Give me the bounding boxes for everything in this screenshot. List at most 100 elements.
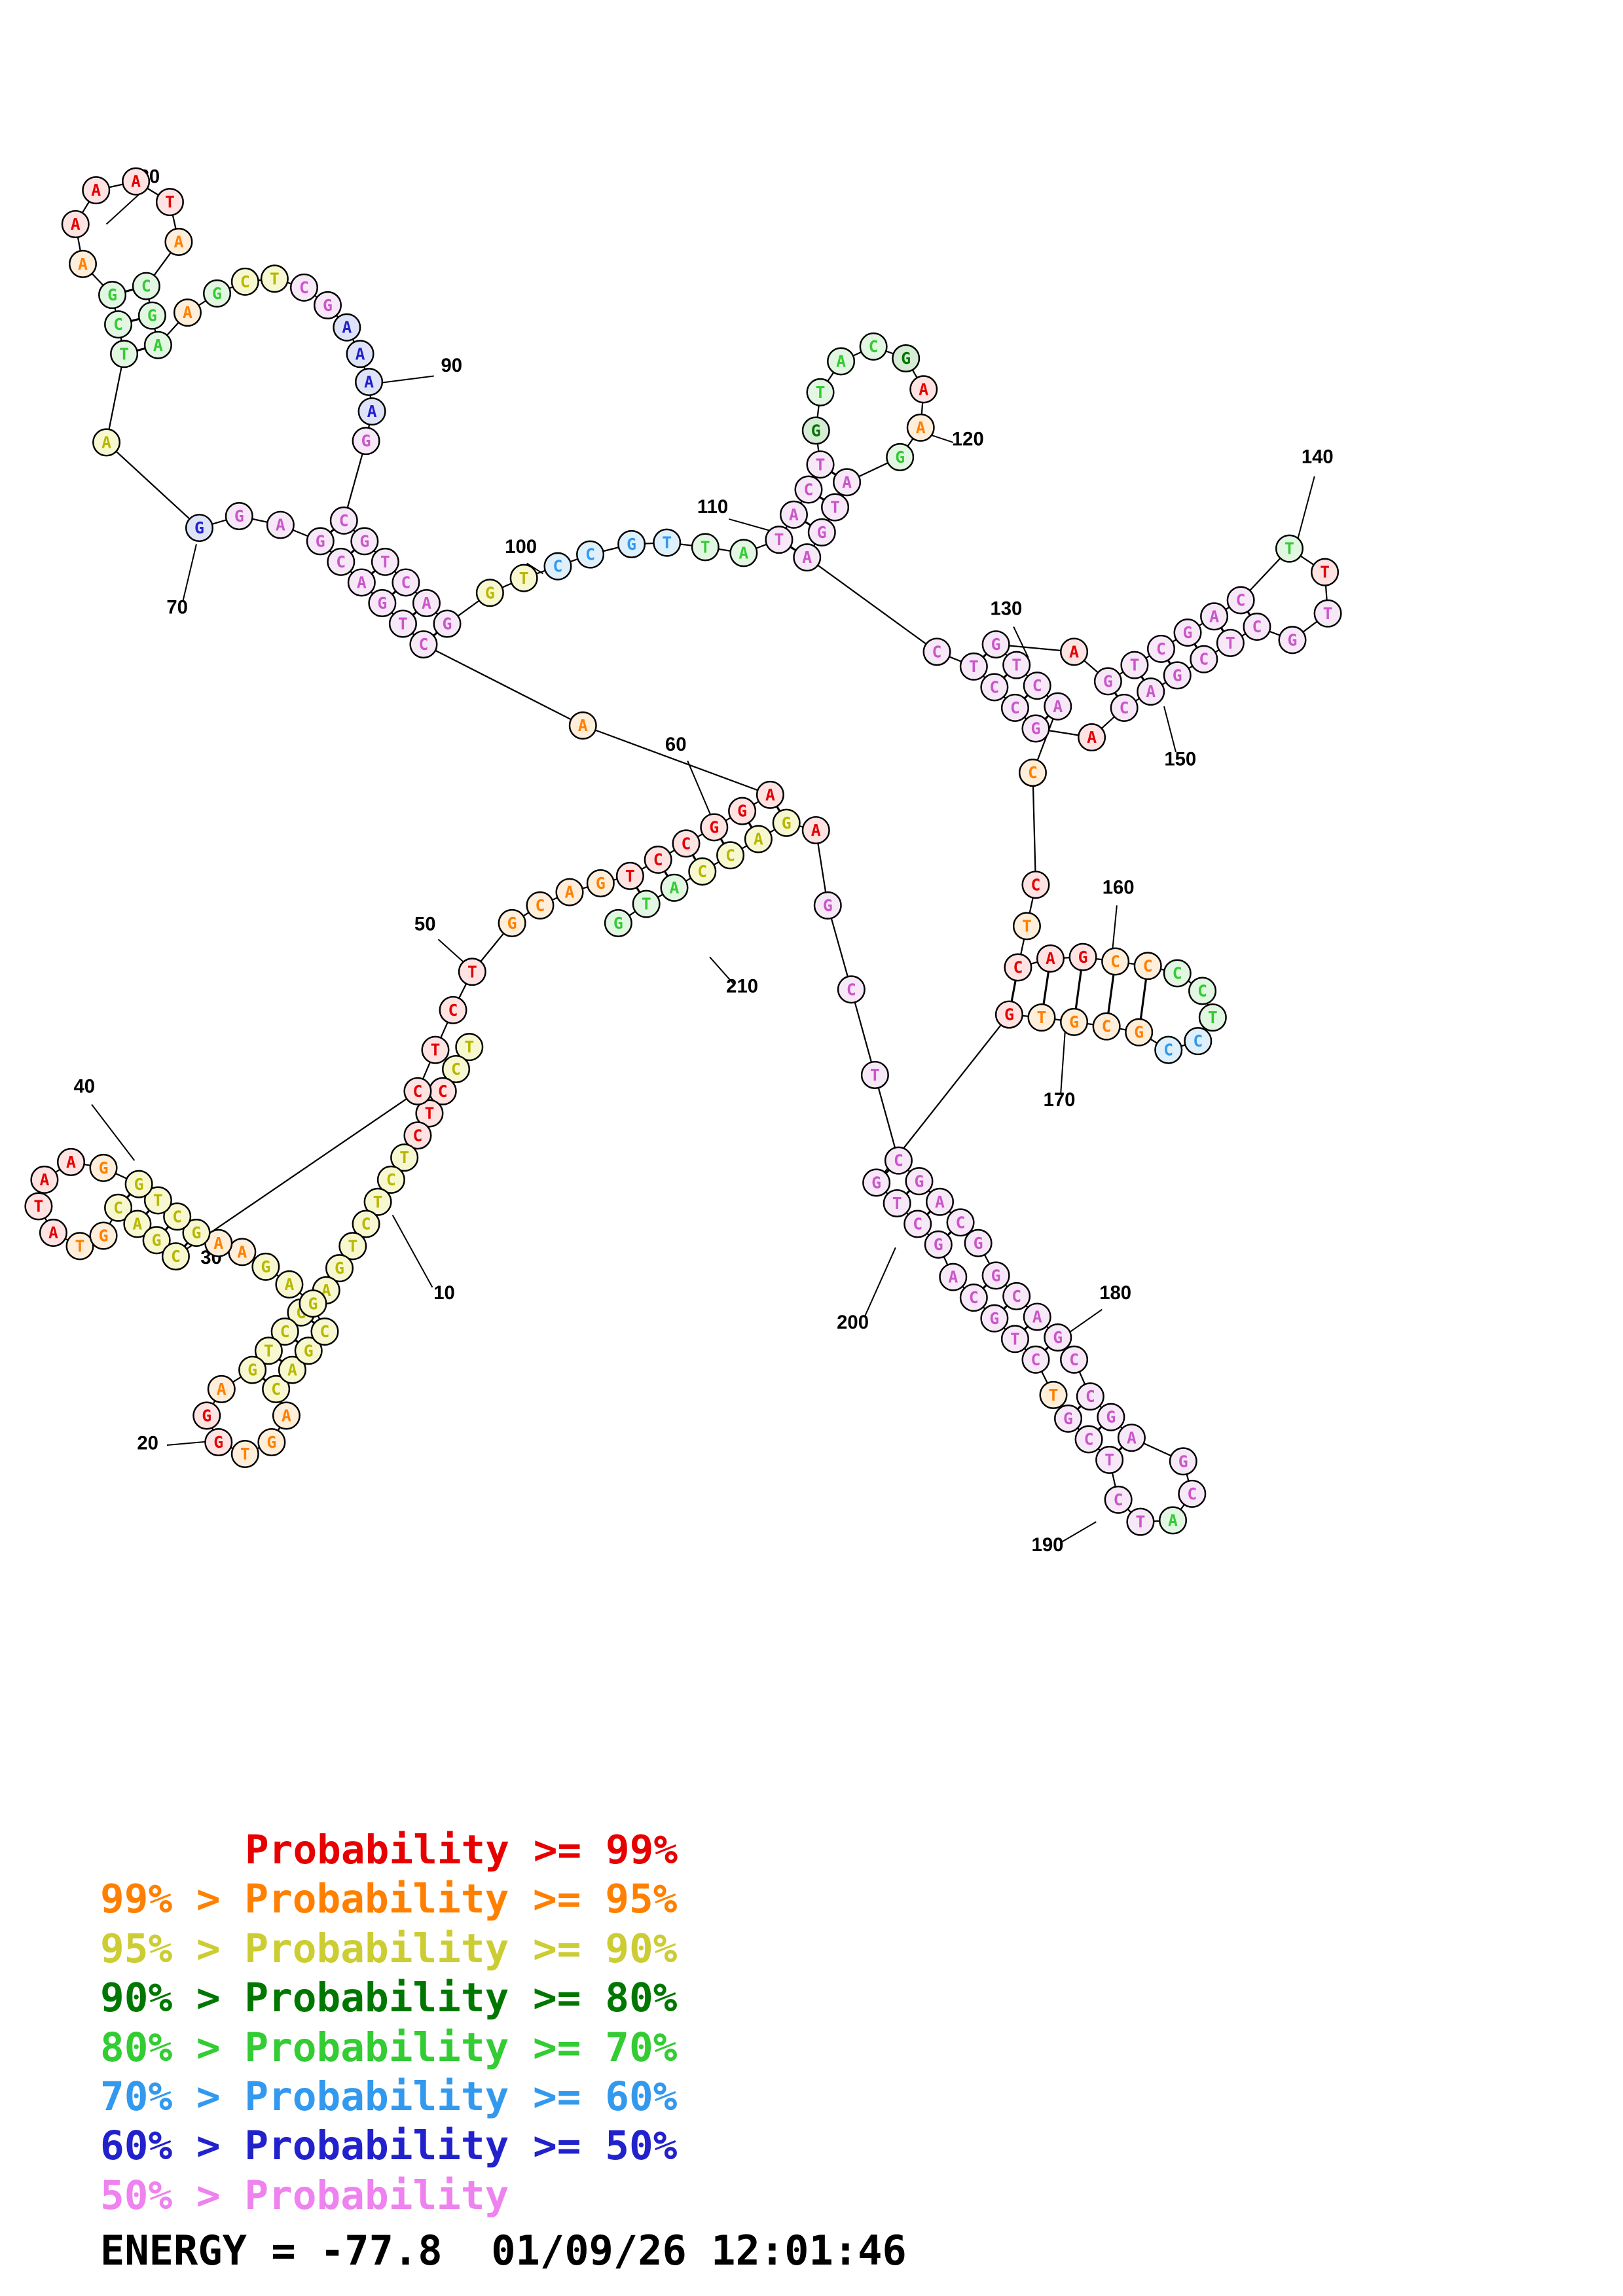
label-leader-line bbox=[1060, 1521, 1097, 1543]
nucleotide-letter: T bbox=[1049, 1386, 1059, 1405]
nucleotide-circle bbox=[1173, 619, 1202, 647]
nucleotide-letter: G bbox=[1103, 672, 1113, 691]
backbone-edge bbox=[105, 353, 125, 443]
nucleotide-letter: G bbox=[152, 1230, 162, 1249]
nucleotide-circle bbox=[959, 1283, 988, 1312]
nucleotide-letter: A bbox=[217, 1380, 227, 1399]
nucleotide-letter: A bbox=[71, 215, 81, 234]
nucleotide-letter: G bbox=[895, 448, 905, 467]
nucleotide-circle bbox=[204, 1427, 233, 1457]
nucleotide-letter: T bbox=[1010, 1329, 1020, 1348]
nucleotide-circle bbox=[959, 652, 988, 681]
nucleotide-circle bbox=[1021, 1345, 1050, 1374]
nucleotide-circle bbox=[980, 673, 1009, 702]
legend-entry: 95% > Probability >= 90% bbox=[100, 1925, 678, 1972]
nucleotide-letter: C bbox=[1199, 650, 1209, 669]
nucleotide-letter: T bbox=[464, 1037, 474, 1056]
nucleotide-circle bbox=[1023, 672, 1051, 700]
nucleotide-letter: T bbox=[969, 657, 979, 676]
nucleotide-circle bbox=[306, 527, 335, 556]
nucleotide-letter: C bbox=[989, 677, 999, 696]
nucleotide-letter: G bbox=[234, 507, 244, 526]
nucleotide-circle bbox=[142, 1226, 171, 1255]
nucleotide-letter: G bbox=[202, 1406, 211, 1425]
nucleotide-circle bbox=[772, 808, 801, 837]
nucleotide-circle bbox=[294, 1336, 323, 1365]
nucleotide-letter: A bbox=[132, 1215, 142, 1234]
nucleotide-circle bbox=[1275, 534, 1304, 563]
position-label: 210 bbox=[726, 975, 758, 997]
nucleotide-letter: A bbox=[765, 785, 775, 804]
nucleotide-letter: C bbox=[847, 980, 856, 999]
nucleotide-circle bbox=[1117, 1424, 1146, 1452]
label-leader-line bbox=[376, 375, 434, 384]
nucleotide-circle bbox=[260, 264, 289, 293]
nucleotide-circle bbox=[238, 1355, 267, 1384]
nucleotide-letter: C bbox=[1032, 676, 1042, 695]
nucleotide-circle bbox=[793, 543, 822, 572]
nucleotide-circle bbox=[266, 511, 295, 539]
nucleotide-circle bbox=[24, 1192, 53, 1221]
nucleotide-circle bbox=[1169, 1447, 1197, 1476]
nucleotide-circle bbox=[164, 227, 193, 257]
nucleotide-letter: G bbox=[134, 1175, 144, 1194]
position-label: 130 bbox=[990, 598, 1022, 620]
nucleotide-letter: A bbox=[101, 433, 111, 452]
nucleotide-letter: G bbox=[99, 1227, 109, 1246]
nucleotide-letter: C bbox=[585, 545, 595, 564]
position-label: 10 bbox=[433, 1282, 455, 1304]
nucleotide-circle bbox=[329, 506, 358, 535]
nucleotide-letter: G bbox=[212, 284, 222, 303]
nucleotide-circle bbox=[568, 711, 597, 740]
nucleotide-letter: A bbox=[173, 232, 183, 251]
nucleotide-circle bbox=[1163, 959, 1192, 988]
nucleotide-letter: C bbox=[1069, 1350, 1079, 1369]
nucleotide-circle bbox=[1188, 977, 1217, 1005]
nucleotide-circle bbox=[1060, 1007, 1089, 1036]
nucleotide-letter: G bbox=[1134, 1023, 1144, 1042]
nucleotide-circle bbox=[1097, 1403, 1125, 1431]
nucleotide-circle bbox=[903, 1210, 932, 1238]
nucleotide-circle bbox=[1004, 953, 1032, 982]
nucleotide-circle bbox=[104, 310, 133, 339]
nucleotide-letter: A bbox=[1087, 728, 1097, 747]
nucleotide-letter: T bbox=[774, 530, 784, 549]
nucleotide-circle bbox=[132, 272, 160, 300]
nucleotide-letter: T bbox=[398, 615, 408, 634]
nucleotide-letter: G bbox=[989, 1309, 999, 1328]
nucleotide-letter: C bbox=[1173, 964, 1182, 983]
nucleotide-circle bbox=[123, 1210, 152, 1238]
legend-entry: 70% > Probability >= 60% bbox=[100, 2073, 678, 2120]
label-leader-line bbox=[1163, 706, 1176, 753]
nucleotide-letter: A bbox=[1127, 1428, 1137, 1447]
nucleotide-circle bbox=[813, 891, 842, 920]
nucleotide-letter: C bbox=[804, 480, 814, 499]
nucleotide-circle bbox=[1313, 599, 1342, 628]
nucleotide-circle bbox=[270, 1317, 299, 1346]
nucleotide-circle bbox=[827, 347, 856, 376]
nucleotide-letter: C bbox=[1102, 1017, 1112, 1036]
nucleotide-circle bbox=[1216, 628, 1245, 657]
nucleotide-letter: A bbox=[1168, 1511, 1178, 1530]
nucleotide-letter: G bbox=[1031, 719, 1041, 738]
nucleotide-circle bbox=[860, 1060, 889, 1089]
nucleotide-letter: G bbox=[991, 1266, 1001, 1285]
nucleotide-circle bbox=[124, 1170, 153, 1198]
nucleotide-letter: G bbox=[596, 874, 606, 893]
nucleotide-circle bbox=[728, 797, 757, 825]
nucleotide-circle bbox=[691, 533, 720, 562]
nucleotide-circle bbox=[1012, 912, 1041, 941]
backbone-edge bbox=[423, 643, 583, 726]
nucleotide-circle bbox=[439, 996, 467, 1024]
nucleotide-circle bbox=[756, 780, 784, 809]
nucleotide-letter: T bbox=[662, 533, 672, 552]
position-label: 170 bbox=[1044, 1089, 1076, 1111]
nucleotide-circle bbox=[192, 1401, 221, 1430]
nucleotide-circle bbox=[1068, 942, 1097, 971]
nucleotide-letter: G bbox=[361, 431, 371, 450]
nucleotide-circle bbox=[821, 493, 850, 522]
nucleotide-letter: G bbox=[304, 1341, 314, 1360]
nucleotide-circle bbox=[555, 878, 584, 906]
nucleotide-circle bbox=[729, 539, 758, 567]
